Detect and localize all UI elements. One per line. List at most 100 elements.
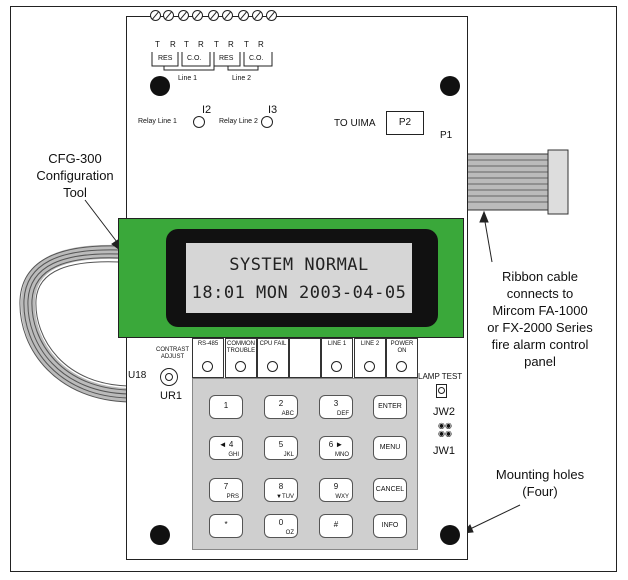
terminal-screw [252, 10, 263, 21]
key-label: 2 [278, 399, 284, 408]
mounting-hole-top-left [150, 76, 170, 96]
i2-label: I2 [202, 104, 212, 116]
key-sublabel: JKL [283, 452, 294, 458]
co-label-2: C.O. [249, 55, 264, 62]
key-label: 6 ► [328, 440, 344, 449]
terminal-letter: T [184, 40, 189, 49]
jw2-label: JW2 [433, 406, 455, 418]
line1-label: Line 1 [178, 75, 198, 82]
key-sublabel: OZ [285, 530, 294, 536]
keypad-key[interactable]: ◄ 4 GHI [209, 436, 243, 460]
key-sublabel: MNO [335, 452, 349, 458]
mounting-hole-bottom-left [150, 525, 170, 545]
key-sublabel: ▼TUV [276, 494, 294, 500]
keypad-key[interactable]: MENU [373, 436, 407, 460]
terminal-screw [238, 10, 249, 21]
indicator-label: COMMON TROUBLE [226, 341, 256, 354]
mounting-holes-callout: Mounting holes (Four) [495, 467, 585, 499]
line2-label: Line 2 [232, 75, 252, 82]
res-label-2: RES [219, 55, 234, 62]
lcd-line-1: SYSTEM NORMAL [229, 255, 369, 275]
terminal-letter: T [155, 40, 160, 49]
indicator-led [364, 361, 375, 372]
keypad-key[interactable]: * [209, 514, 243, 538]
indicator-cell: COMMON TROUBLE [225, 338, 257, 378]
keypad-key[interactable]: ENTER [373, 395, 407, 419]
lamp-test-button[interactable] [436, 384, 447, 398]
cfg-tool-callout: CFG-300 Configuration Tool [36, 151, 114, 200]
key-label: 7 [223, 482, 229, 491]
indicator-cell [289, 338, 321, 378]
indicator-label: LINE 1 [327, 341, 347, 347]
terminal-letter: T [214, 40, 219, 49]
indicator-label: LINE 2 [360, 341, 380, 347]
indicator-led [396, 361, 407, 372]
key-label: 3 [333, 399, 339, 408]
indicator-cell: POWER ON [386, 338, 418, 378]
key-label: 1 [223, 401, 229, 410]
lamp-test-label: LAMP TEST [418, 372, 463, 381]
co-label-1: C.O. [187, 55, 202, 62]
indicator-led [267, 361, 278, 372]
relay-line2-label: Relay Line 2 [219, 118, 258, 125]
mounting-hole-bottom-right [440, 525, 460, 545]
keypad-key[interactable]: 1 [209, 395, 243, 419]
key-label: MENU [379, 444, 401, 451]
terminal-letter: R [228, 40, 234, 49]
lcd-line-2: 18:01 MON 2003-04-05 [191, 283, 407, 303]
mounting-hole-top-right [440, 76, 460, 96]
key-label: ◄ 4 [218, 440, 234, 449]
key-label: * [224, 520, 228, 529]
key-label: 8 [278, 482, 284, 491]
key-label: # [333, 520, 339, 529]
jw1-label: JW1 [433, 445, 455, 457]
indicator-led [235, 361, 246, 372]
key-sublabel: GHI [228, 452, 239, 458]
key-label: 5 [278, 440, 284, 449]
to-uima-label: TO UIMA [334, 118, 376, 129]
relay-line1-label: Relay Line 1 [138, 118, 177, 125]
res-label-1: RES [158, 55, 173, 62]
terminal-letter: R [170, 40, 176, 49]
i3-label: I3 [268, 104, 278, 116]
key-sublabel: DEF [337, 411, 349, 417]
jumper-pins: ◉◉◉◉ [438, 421, 452, 438]
indicator-cell: LINE 1 [321, 338, 353, 378]
keypad-key[interactable]: 6 ► MNO [319, 436, 353, 460]
terminal-screw [192, 10, 203, 21]
keypad-key[interactable]: 8 ▼TUV [264, 478, 298, 502]
key-label: 0 [278, 518, 284, 527]
indicator-cell: CPU FAIL [257, 338, 289, 378]
lcd-display: SYSTEM NORMAL 18:01 MON 2003-04-05 [186, 243, 412, 313]
key-sublabel: WXY [335, 494, 349, 500]
p2-connector: P2 [386, 111, 424, 135]
u18-label: U18 [128, 370, 147, 381]
key-sublabel: PRS [226, 494, 239, 500]
key-label: INFO [381, 522, 399, 529]
contrast-knob[interactable] [160, 368, 178, 386]
key-sublabel: ABC [281, 411, 294, 417]
indicator-cell: LINE 2 [354, 338, 386, 378]
relay-line2-led [261, 116, 273, 128]
terminal-screw [222, 10, 233, 21]
keypad-key[interactable]: INFO [373, 514, 407, 538]
indicator-label: RS-485 [197, 341, 219, 347]
p1-label: P1 [440, 130, 453, 141]
indicator-label: CPU FAIL [259, 341, 287, 347]
ur1-label: UR1 [160, 390, 183, 402]
terminal-screw [163, 10, 174, 21]
key-label: CANCEL [375, 486, 405, 493]
keypad-key[interactable]: # [319, 514, 353, 538]
indicator-led [202, 361, 213, 372]
indicator-led [331, 361, 342, 372]
terminal-screw [208, 10, 219, 21]
keypad-key[interactable]: CANCEL [373, 478, 407, 502]
ribbon-cable-callout: Ribbon cable connects to Mircom FA-1000 … [487, 269, 593, 369]
